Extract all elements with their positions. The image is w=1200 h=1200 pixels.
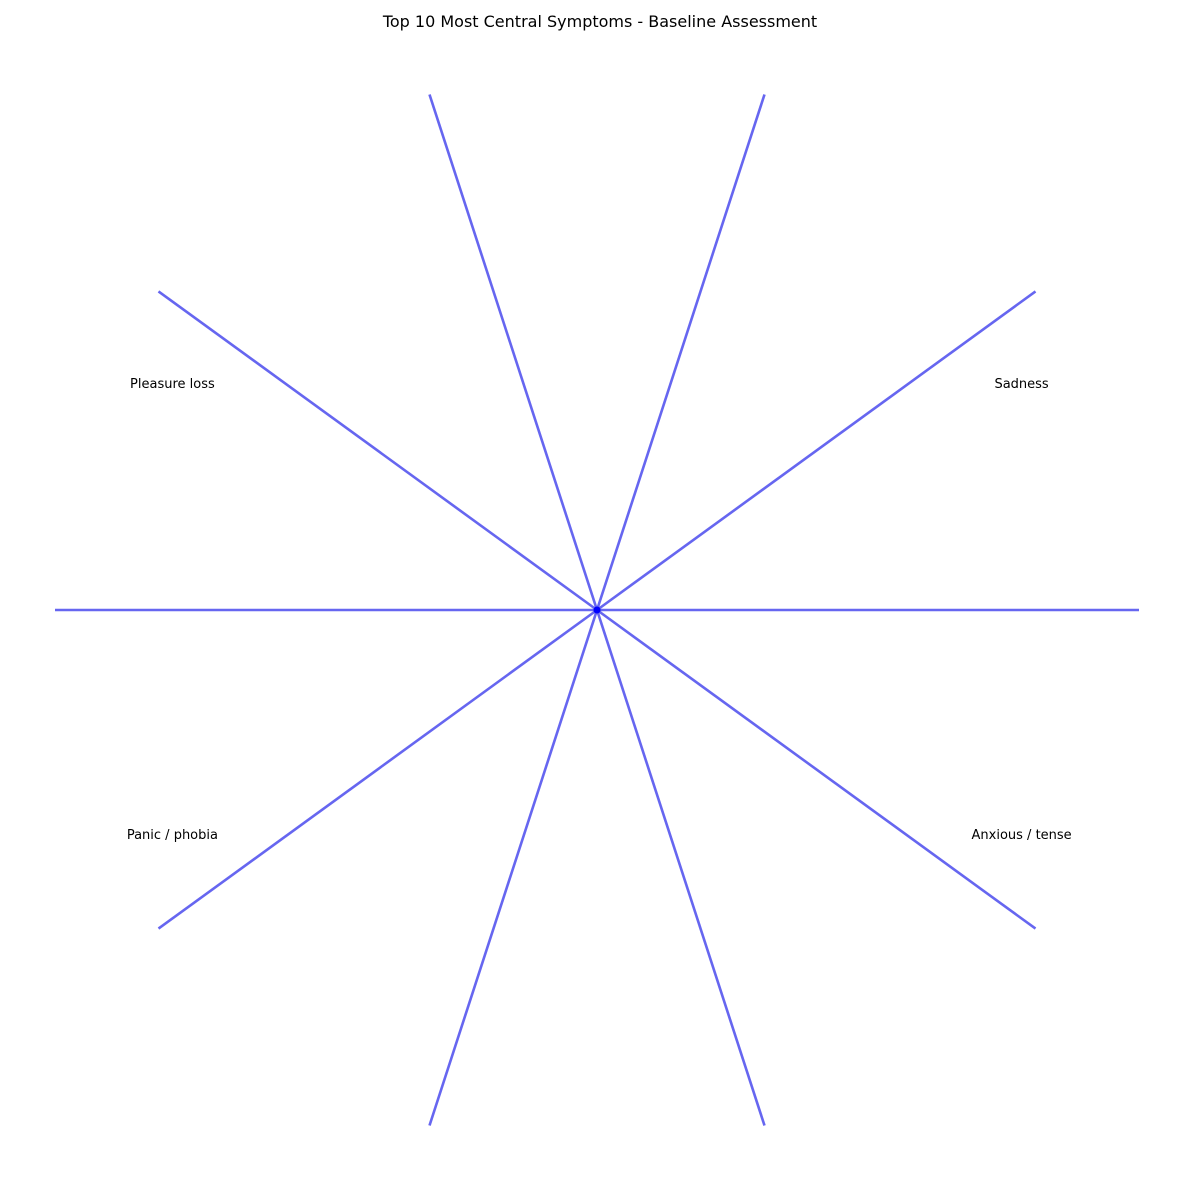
edge-1: [596, 290, 1037, 612]
edge-3: [428, 94, 599, 611]
node-label-6: Panic / phobia: [127, 828, 218, 843]
edge-9: [596, 608, 1037, 930]
edge-2: [595, 94, 766, 611]
edge-7: [428, 609, 599, 1126]
node-label-4: Pleasure loss: [130, 377, 215, 392]
edge-4: [157, 290, 598, 612]
center-node: [593, 606, 601, 614]
node-label-9: Anxious / tense: [972, 828, 1072, 843]
edge-6: [157, 608, 598, 930]
edge-8: [595, 609, 766, 1126]
node-label-1: Sadness: [994, 377, 1048, 392]
chart-title: Top 10 Most Central Symptoms - Baseline …: [382, 12, 818, 31]
